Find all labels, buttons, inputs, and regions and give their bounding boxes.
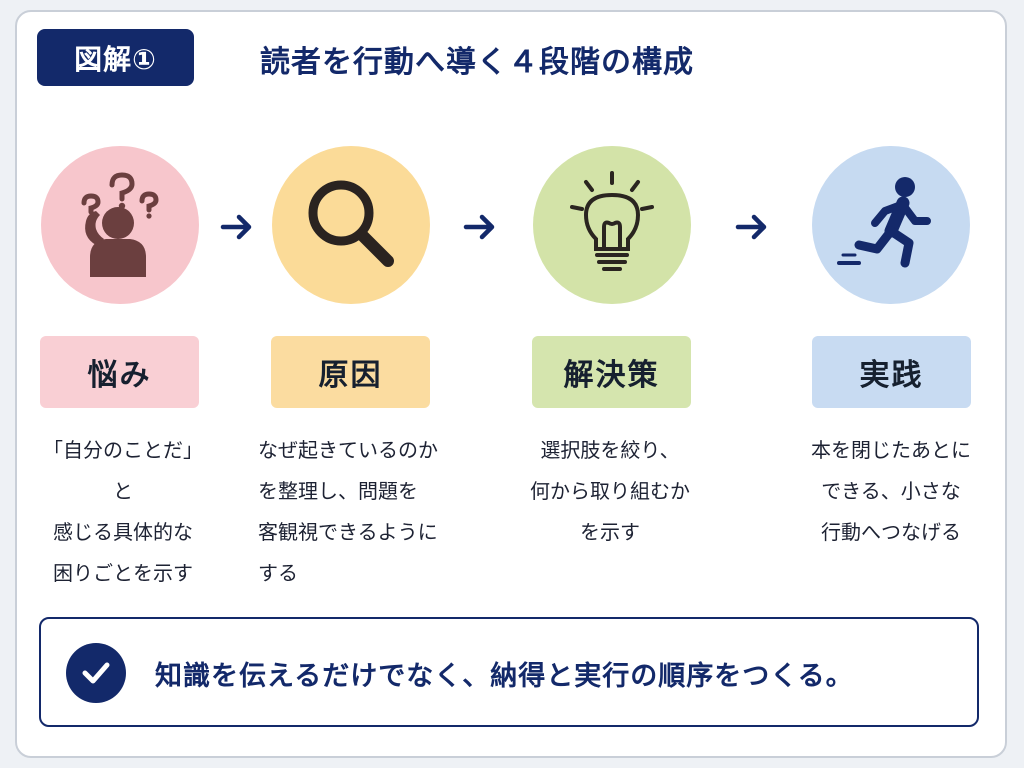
step-label-worry: 悩み [40, 336, 199, 408]
step-description-solution: 選択肢を絞り、 何から取り組むか を示す [530, 438, 690, 544]
step-label-solution: 解決策 [532, 336, 691, 408]
step-description-worry: 「自分のことだ」と 感じる具体的な 困りごとを示す [43, 438, 203, 585]
step-description-practice: 本を閉じたあとに できる、小さな 行動へつなげる [811, 438, 971, 544]
arrow-right-icon [463, 214, 495, 240]
step-circle-solution [533, 146, 691, 304]
step-description-cause: なぜ起きているのか を整理し、問題を 客観視できるように する [258, 438, 438, 585]
arrow-right-icon [735, 214, 767, 240]
step-circle-practice [812, 146, 970, 304]
step-circle-cause [272, 146, 430, 304]
summary-text: 知識を伝えるだけでなく、納得と実行の順序をつくる。 [155, 660, 854, 692]
diagram-title: 読者を行動へ導く４段階の構成 [260, 45, 694, 80]
confused-person-icon [81, 172, 159, 277]
check-icon [66, 643, 126, 703]
magnifier-icon [308, 180, 394, 267]
figure-badge: 図解① [37, 29, 194, 86]
light-bulb-icon [570, 171, 654, 271]
step-label-practice: 実践 [812, 336, 971, 408]
step-label-cause: 原因 [271, 336, 430, 408]
arrow-right-icon [220, 214, 252, 240]
summary-box [39, 617, 979, 727]
running-person-icon [837, 177, 931, 268]
step-circle-worry [41, 146, 199, 304]
